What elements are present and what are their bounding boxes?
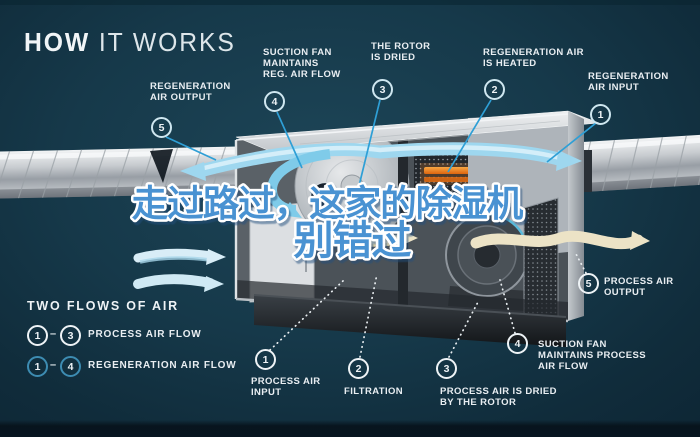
step-number: 5 [158, 121, 165, 134]
callout-reg-fan-number: 4 [264, 91, 285, 112]
callout-process-input-label: PROCESS AIR INPUT [251, 376, 321, 398]
callout-rotor-dried-number: 3 [372, 79, 393, 100]
legend-process-to-circle: 3 [60, 325, 81, 346]
process-output-ribbons [311, 230, 650, 251]
callout-filtration-number: 2 [348, 358, 369, 379]
legend-number: 1 [34, 360, 41, 373]
callout-process-dried-label: PROCESS AIR IS DRIED BY THE ROTOR [440, 386, 557, 408]
legend-process-label: PROCESS AIR FLOW [88, 329, 202, 340]
left-duct-outlet-notch [150, 149, 173, 183]
callout-process-fan-label: SUCTION FAN MAINTAINS PROCESS AIR FLOW [538, 339, 646, 372]
title-bold-word: HOW [24, 27, 91, 57]
title-light-words: IT WORKS [90, 27, 236, 57]
bottom-vignette [0, 420, 700, 437]
process-leader-lines [269, 251, 587, 358]
callout-reg-output-number: 5 [151, 117, 172, 138]
fan-impeller-icon [309, 181, 341, 213]
step-number: 1 [262, 353, 269, 366]
page-title: HOW IT WORKS [24, 27, 236, 58]
legend-number: 3 [67, 329, 74, 342]
callout-reg-heated-number: 2 [484, 79, 505, 100]
step-number: 2 [355, 362, 362, 375]
regeneration-air-ribbon [180, 142, 582, 218]
legend-regen-to-circle: 4 [60, 356, 81, 377]
callout-reg-output-label: REGENERATION AIR OUTPUT [150, 81, 231, 103]
legend-dash: – [50, 359, 57, 371]
callout-reg-fan-label: SUCTION FAN MAINTAINS REG. AIR FLOW [263, 47, 341, 80]
legend-number: 1 [34, 329, 41, 342]
leader-lines [165, 99, 597, 358]
step-number: 3 [379, 83, 386, 96]
filter-panel [523, 197, 559, 327]
callout-reg-input-label: REGENERATION AIR INPUT [588, 71, 669, 93]
legend-process-from-circle: 1 [27, 325, 48, 346]
air-flow-ribbons [133, 142, 650, 292]
step-number: 2 [491, 83, 498, 96]
step-number: 3 [443, 362, 450, 375]
machine-base [254, 295, 566, 347]
callout-filtration-label: FILTRATION [344, 386, 404, 397]
legend-number: 4 [67, 360, 74, 373]
left-duct [0, 145, 263, 199]
top-vignette [0, 0, 700, 5]
legend-dash: – [50, 328, 57, 340]
callout-process-dried-number: 3 [436, 358, 457, 379]
legend-heading: TWO FLOWS OF AIR [27, 299, 179, 313]
callout-process-output-label: PROCESS AIR OUTPUT [604, 276, 674, 298]
callout-process-input-number: 1 [255, 349, 276, 370]
watermark-line1: 走过路过，这家的除湿机 [132, 183, 524, 224]
watermark-line2: 别错过 [294, 219, 412, 263]
step-number: 1 [597, 108, 604, 121]
callout-rotor-dried-label: THE ROTOR IS DRIED [371, 41, 431, 63]
callout-process-output-number: 5 [578, 273, 599, 294]
regeneration-leader-lines [165, 99, 597, 195]
step-number: 4 [271, 95, 278, 108]
callout-reg-heated-label: REGENERATION AIR IS HEATED [483, 47, 584, 69]
process-input-ribbons [133, 248, 226, 292]
callout-reg-input-number: 1 [590, 104, 611, 125]
legend-regen-label: REGENERATION AIR FLOW [88, 360, 237, 371]
step-number: 4 [514, 337, 521, 350]
step-number: 5 [585, 277, 592, 290]
legend-regen-from-circle: 1 [27, 356, 48, 377]
callout-process-fan-number: 4 [507, 333, 528, 354]
